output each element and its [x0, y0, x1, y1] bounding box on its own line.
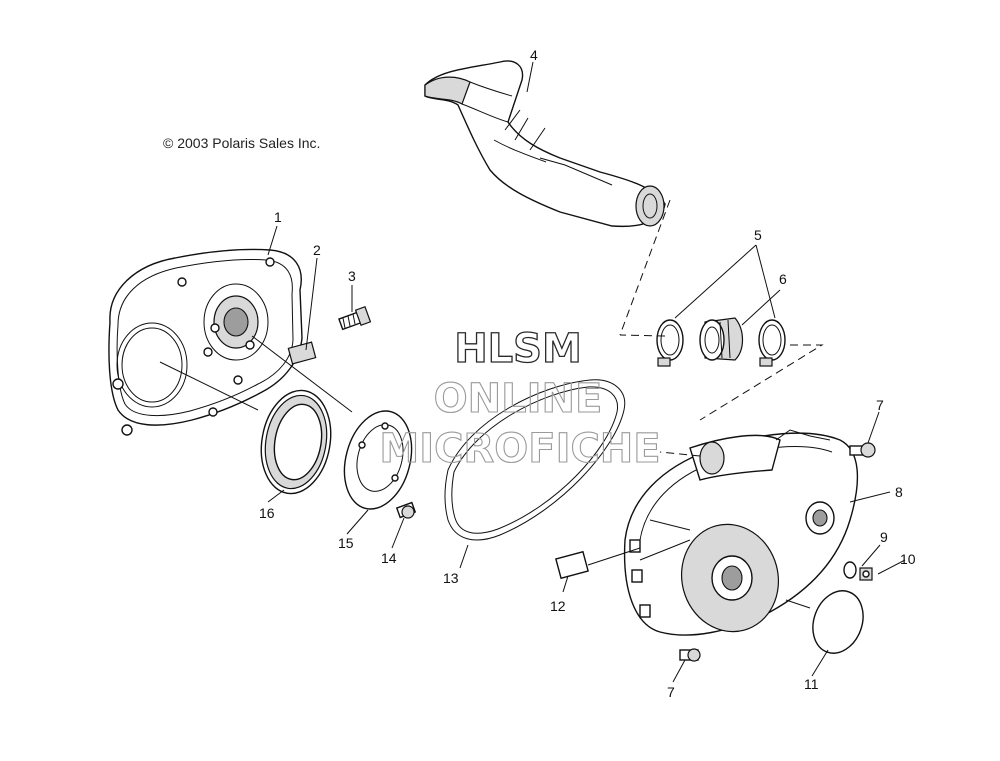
callout-labels: 4 1 2 3 5 6 7 8 9 10 11 12 13 14 15 16 7	[259, 47, 916, 700]
callout-4: 4	[530, 47, 538, 63]
callout-15: 15	[338, 535, 354, 551]
part-7-bolt-lower	[679, 648, 701, 662]
part-3-screw	[338, 306, 372, 331]
callout-1: 1	[274, 209, 282, 225]
callout-5: 5	[754, 227, 762, 243]
part-2-decal	[287, 341, 317, 365]
part-14-bolt	[395, 501, 417, 519]
callout-7-lower: 7	[667, 684, 675, 700]
leader-lines	[159, 61, 906, 683]
part-5-clamp-left	[656, 319, 684, 367]
watermark: HLSM ONLINE MICROFICHE	[379, 325, 661, 472]
watermark-line-1: HLSM	[454, 326, 582, 372]
watermark-line-2: ONLINE	[434, 376, 603, 422]
part-1-inner-clutch-cover	[108, 248, 303, 436]
part-5-clamp-right	[758, 319, 786, 367]
part-8-outer-clutch-cover	[623, 429, 859, 636]
copyright-notice: © 2003 Polaris Sales Inc.	[163, 135, 320, 151]
watermark-line-3: MICROFICHE	[379, 426, 660, 472]
part-7-bolt-upper	[849, 442, 876, 458]
callout-7-upper: 7	[876, 397, 884, 413]
callout-9: 9	[880, 529, 888, 545]
part-15-plate	[343, 410, 413, 510]
callout-10: 10	[900, 551, 916, 567]
part-13-drive-belt	[444, 379, 626, 541]
callout-16: 16	[259, 505, 275, 521]
callout-8: 8	[895, 484, 903, 500]
callout-14: 14	[381, 550, 397, 566]
callout-11: 11	[804, 676, 819, 692]
part-16-seal	[260, 389, 332, 495]
part-11-disc	[812, 590, 864, 654]
part-4-intake-duct	[424, 60, 666, 228]
callout-12: 12	[550, 598, 566, 614]
part-12-decal	[555, 550, 589, 580]
callout-2: 2	[313, 242, 321, 258]
callout-13: 13	[443, 570, 459, 586]
callout-3: 3	[348, 268, 356, 284]
part-9-washer	[843, 561, 857, 579]
part-10-nut	[859, 567, 873, 581]
part-6-boot	[699, 317, 744, 361]
callout-6: 6	[779, 271, 787, 287]
